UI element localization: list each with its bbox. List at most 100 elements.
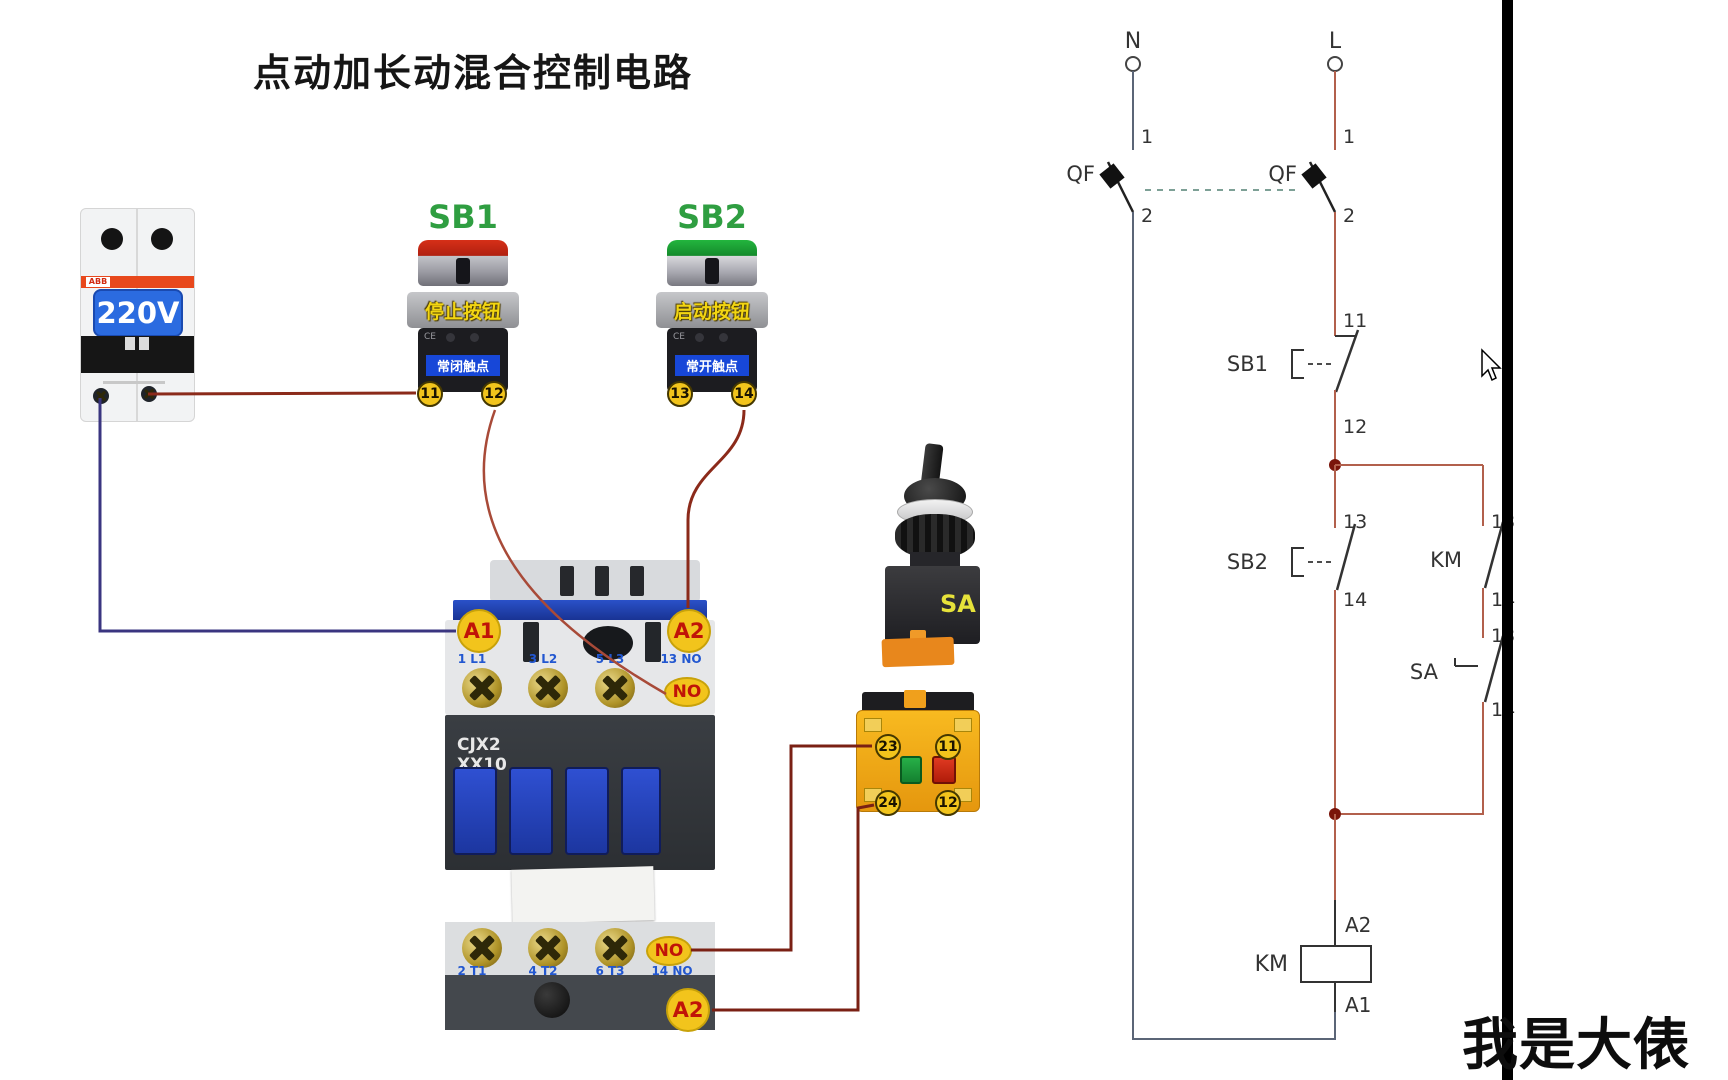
- contactor-terminal-5l3-label: 5 L3: [595, 652, 625, 666]
- qf-left-top-number: 1: [1141, 126, 1153, 148]
- contactor-screw-6t3: [595, 928, 635, 968]
- sb2-plate-label: 启动按钮: [656, 292, 768, 328]
- qf-left-blade: [1106, 161, 1135, 213]
- block-terminal-12: 12: [935, 790, 961, 816]
- contactor-screw-2t1: [462, 928, 502, 968]
- selector-switch: SA: [880, 440, 985, 668]
- block-terminal-24: 24: [875, 790, 901, 816]
- breaker-brand-label: ABB: [86, 277, 110, 287]
- breaker-terminal-n: [93, 388, 109, 404]
- qf-left-box: [1099, 163, 1125, 189]
- contactor-terminal-1l1-label: 1 L1: [457, 652, 487, 666]
- sb2-base-dot2: [719, 333, 728, 342]
- junction-dot-top: [1329, 459, 1341, 471]
- breaker-voltage-label: 220V: [93, 289, 183, 337]
- km-coil-box: [1300, 945, 1372, 983]
- contactor-terminal-6t3-label: 6 T3: [595, 964, 625, 978]
- junction-dot-bottom: [1329, 808, 1341, 820]
- contactor-bottom-no-chip: NO: [646, 936, 692, 966]
- sb1-base-dot: [446, 333, 455, 342]
- sb2-top-number: 13: [1343, 511, 1367, 533]
- sb1-name-label: SB1: [428, 198, 498, 236]
- contactor-screw-1l1: [462, 668, 502, 708]
- breaker-hole-right: [151, 228, 173, 250]
- qf-right-top-number: 1: [1343, 126, 1355, 148]
- contactor-coil-a1-chip: A1: [457, 609, 501, 653]
- sb1-symbol-label: SB1: [1227, 352, 1268, 376]
- sb2-bottom-number: 14: [1343, 589, 1367, 611]
- contactor-blue-window3: [565, 767, 609, 855]
- sb1-contact-base: CE 常闭触点: [418, 328, 508, 392]
- watermark-text: 我是大俵哥: [1462, 1012, 1690, 1078]
- sb1-plate-label: 停止按钮: [407, 292, 519, 328]
- aux-contact-block: 23 11 24 12: [856, 690, 980, 822]
- sb2-green-cap: [667, 240, 757, 286]
- sb1-base-dot2: [470, 333, 479, 342]
- sb1-terminal-11: 11: [417, 381, 443, 407]
- coil-a2-label: A2: [1345, 913, 1371, 937]
- sb1-actuator-bracket: [1291, 349, 1304, 379]
- selector-neck: [910, 552, 960, 568]
- km-contact-label: KM: [1430, 548, 1462, 572]
- contactor-terminal-13no-label: 13 NO: [660, 652, 702, 666]
- sb2-symbol-label: SB2: [1227, 550, 1268, 574]
- coil-a1-label: A1: [1345, 993, 1371, 1017]
- qf-left-bottom-number: 2: [1141, 205, 1153, 227]
- km-coil-label: KM: [1255, 952, 1288, 977]
- sb1-cap-slot: [456, 258, 470, 284]
- n-terminal-circle: [1125, 56, 1141, 72]
- n-rail: [1132, 212, 1336, 1040]
- sb2-contact-type-label: 常开触点: [675, 355, 749, 376]
- sb1-contact-type-label: 常闭触点: [426, 355, 500, 376]
- selector-name-label: SA: [940, 590, 976, 618]
- sb1-top-number: 11: [1343, 310, 1367, 332]
- contactor-black-screw: [534, 982, 570, 1018]
- block-top-tab: [904, 690, 926, 708]
- contactor-screw-5l3: [595, 668, 635, 708]
- breaker-toggle-left: [125, 337, 135, 350]
- sa-symbol-label: SA: [1410, 660, 1439, 684]
- contactor-coil-a2-chip: A2: [667, 609, 711, 653]
- video-divider-bar: [1502, 0, 1513, 1080]
- sb1-ce-mark: CE: [424, 332, 436, 342]
- breaker-fineprint: [103, 381, 165, 384]
- cursor-arrow-icon: [1481, 348, 1502, 382]
- breaker-hole-left: [101, 228, 123, 250]
- contactor-blue-window2: [509, 767, 553, 855]
- breaker-terminal-l: [141, 386, 157, 402]
- selector-orange-clamp: [881, 636, 955, 668]
- qf-right-box: [1301, 163, 1327, 189]
- sb2-name-label: SB2: [677, 198, 747, 236]
- l-terminal-circle: [1327, 56, 1343, 72]
- contactor-model-line1: CJX2: [457, 735, 501, 755]
- contactor-white-sticker: [511, 866, 655, 924]
- contactor-aux-no-chip: NO: [664, 677, 710, 707]
- qf-right-bottom-number: 2: [1343, 205, 1355, 227]
- qf-right-label: QF: [1268, 162, 1297, 186]
- block-terminal-11: 11: [935, 734, 961, 760]
- schematic-n-label: N: [1125, 29, 1141, 54]
- selector-ribbed-base: [895, 514, 975, 558]
- circuit-breaker: ABB 220V: [80, 208, 195, 422]
- block-red-plunger: [932, 756, 956, 784]
- sb2-terminal-13: 13: [667, 381, 693, 407]
- contactor-screw-4t2: [528, 928, 568, 968]
- sa-contact-blade: [1483, 635, 1505, 703]
- contactor-terminal-4t2-label: 4 T2: [528, 964, 558, 978]
- wire-no-to-block-23: [691, 744, 872, 952]
- sb1-bottom-number: 12: [1343, 416, 1367, 438]
- selector-body: [885, 566, 980, 644]
- sb2-base-dot: [695, 333, 704, 342]
- sb2-contact-blade: [1335, 523, 1357, 591]
- breaker-toggle-band: [81, 336, 194, 373]
- km-contact-blade: [1483, 521, 1505, 589]
- qf-right-blade: [1308, 161, 1337, 213]
- sb1-terminal-12: 12: [481, 381, 507, 407]
- qf-left-label: QF: [1066, 162, 1095, 186]
- sb2-actuator-bracket: [1291, 547, 1304, 577]
- sa-operator: [1454, 658, 1478, 667]
- block-gold-tab2: [954, 718, 972, 732]
